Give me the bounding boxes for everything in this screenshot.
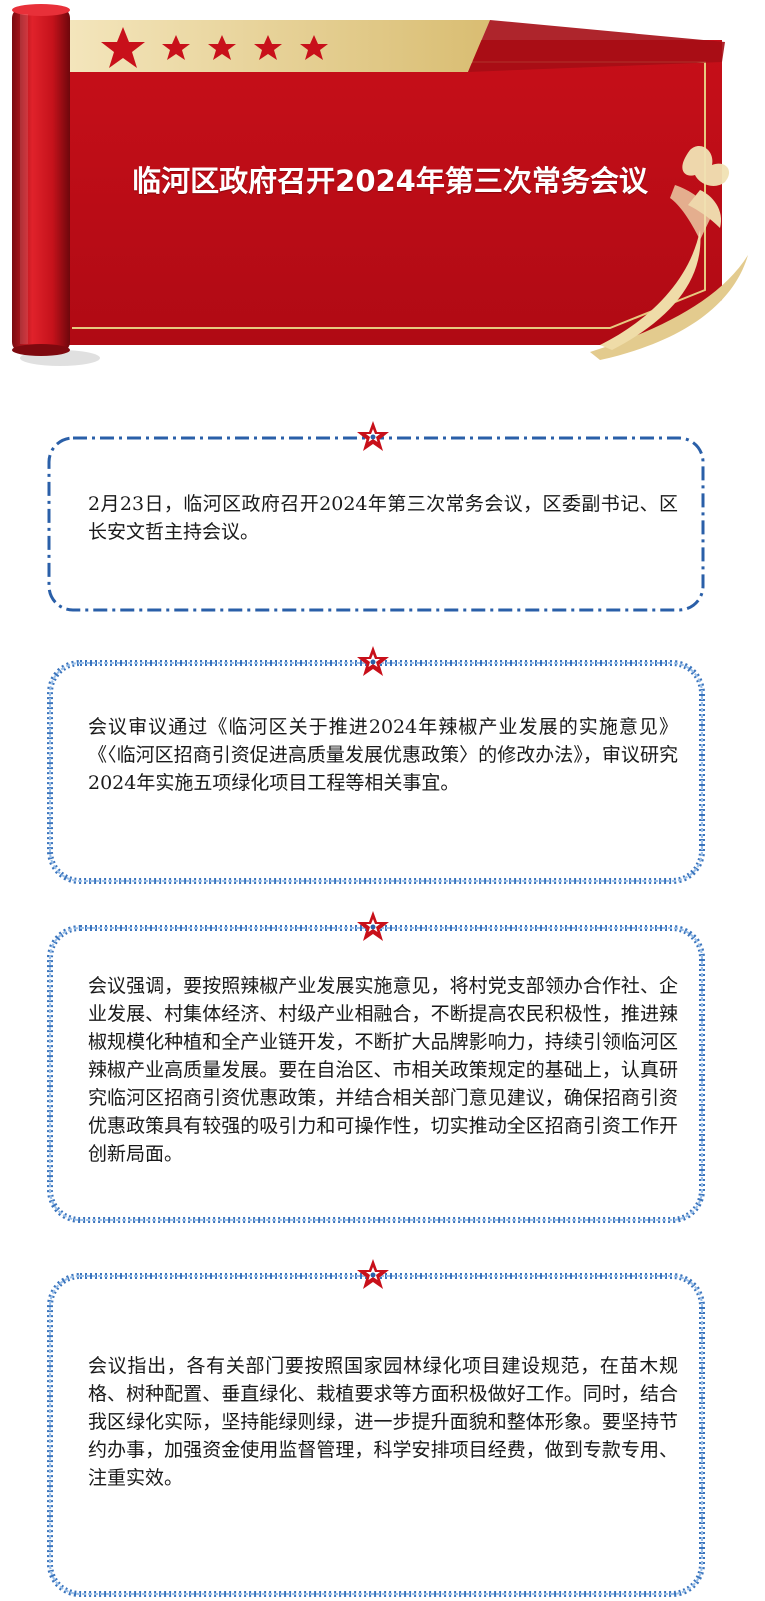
card-text: 会议审议通过《临河区关于推进2024年辣椒产业发展的实施意见》《〈临河区招商引资…	[88, 716, 678, 794]
header-banner: 临河区政府召开2024年第三次常务会议	[0, 0, 765, 380]
red-star-badge-icon	[357, 646, 389, 676]
news-card-1: 2月23日，临河区政府召开2024年第三次常务会议，区委副书记、区长安文哲主持会…	[46, 420, 706, 615]
card-text: 会议强调，要按照辣椒产业发展实施意见，将村党支部领办合作社、企业发展、村集体经济…	[88, 975, 678, 1165]
red-star-badge-icon	[357, 1259, 389, 1289]
banner-scroll-graphic	[12, 4, 748, 366]
card-text: 会议指出，各有关部门要按照国家园林绿化项目建设规范，在苗木规格、树种配置、垂直绿…	[88, 1355, 678, 1489]
page-title: 临河区政府召开2024年第三次常务会议	[132, 164, 648, 198]
news-card-4: 会议指出，各有关部门要按照国家园林绿化项目建设规范，在苗木规格、树种配置、垂直绿…	[46, 1258, 706, 1598]
news-card-2: 会议审议通过《临河区关于推进2024年辣椒产业发展的实施意见》《〈临河区招商引资…	[46, 645, 706, 885]
red-star-badge-icon	[357, 911, 389, 941]
news-card-3: 会议强调，要按照辣椒产业发展实施意见，将村党支部领办合作社、企业发展、村集体经济…	[46, 910, 706, 1225]
red-star-badge-icon	[357, 421, 389, 451]
card-text: 2月23日，临河区政府召开2024年第三次常务会议，区委副书记、区长安文哲主持会…	[88, 493, 678, 543]
